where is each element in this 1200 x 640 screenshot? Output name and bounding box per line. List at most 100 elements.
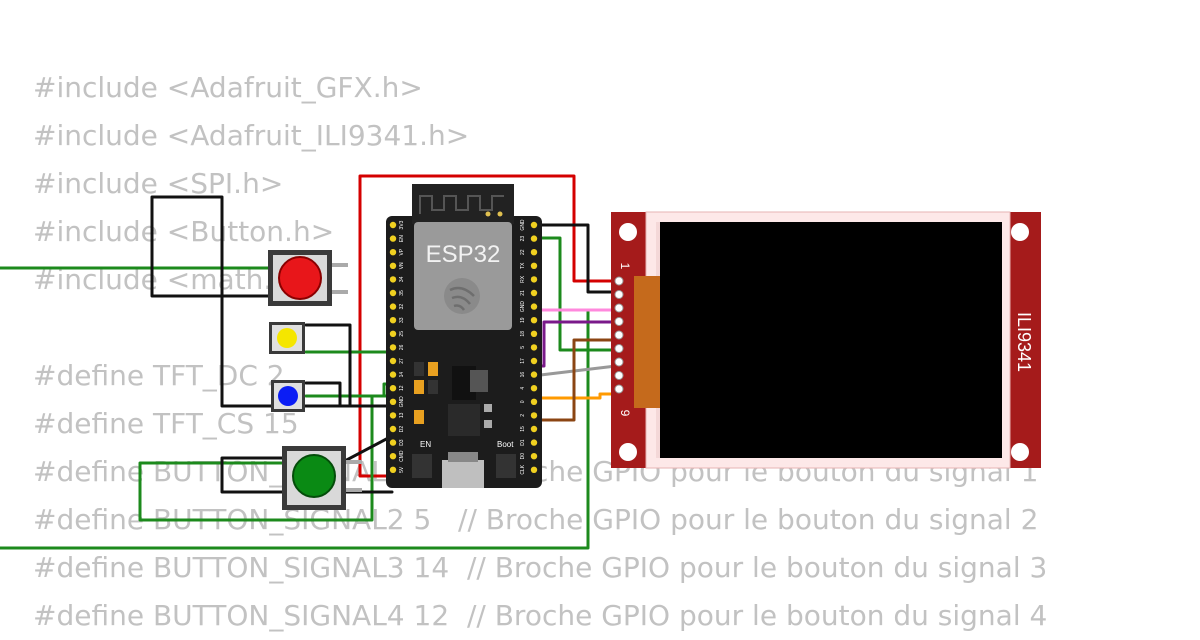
left-pin-label: EN bbox=[399, 235, 405, 242]
code-line: #include <Adafruit_ILI9341.h> bbox=[33, 119, 470, 152]
left-pin-label: 34 bbox=[399, 276, 405, 282]
right-pin-label: 21 bbox=[520, 290, 526, 296]
right-pin-3[interactable] bbox=[530, 262, 538, 269]
right-pin-1[interactable] bbox=[530, 235, 538, 242]
left-pin-label: 13 bbox=[399, 412, 405, 418]
wires bbox=[0, 174, 618, 550]
left-pin-16[interactable] bbox=[389, 439, 397, 446]
wire-black-loop-top[interactable] bbox=[150, 195, 394, 408]
display-pin-7[interactable] bbox=[614, 357, 624, 367]
left-pin-12[interactable] bbox=[389, 385, 397, 392]
right-pin-10[interactable] bbox=[530, 357, 538, 365]
display-pin-5[interactable] bbox=[614, 330, 624, 340]
display-pin-3[interactable] bbox=[614, 303, 624, 313]
mount-hole bbox=[619, 443, 637, 461]
right-pin-label: D1 bbox=[520, 439, 526, 446]
left-pin-label: CMD bbox=[399, 450, 405, 462]
yellow-pushbutton[interactable] bbox=[269, 322, 305, 354]
code-line: #define TFT_DC 2 bbox=[33, 359, 285, 392]
wire-black-blue-button[interactable] bbox=[304, 381, 342, 408]
left-pin-5[interactable] bbox=[389, 289, 397, 297]
wire-brown[interactable] bbox=[530, 338, 618, 422]
right-pin-label: RX bbox=[520, 275, 526, 283]
left-pin-18[interactable] bbox=[389, 466, 397, 473]
left-pin-8[interactable] bbox=[389, 330, 397, 337]
display-pin-4[interactable] bbox=[614, 317, 624, 326]
code-line: #define BUTTON_SIGNAL4 12 // Broche GPIO… bbox=[33, 599, 1048, 632]
left-pin-11[interactable] bbox=[389, 371, 397, 378]
code-line: #define TFT_CS 15 bbox=[33, 407, 299, 440]
wire-red-power[interactable] bbox=[358, 174, 618, 478]
left-pin-7[interactable] bbox=[389, 317, 397, 324]
mount-hole bbox=[619, 223, 637, 241]
right-pin-label: GND bbox=[520, 219, 526, 231]
right-pin-label: 2 bbox=[520, 414, 526, 417]
right-pin-label: 22 bbox=[520, 249, 526, 255]
right-pin-14[interactable] bbox=[530, 412, 538, 419]
left-pin-label: 3V3 bbox=[399, 220, 405, 229]
display-pin-2[interactable] bbox=[614, 290, 624, 299]
left-pin-label: 27 bbox=[399, 358, 405, 364]
yellow-button-cap bbox=[277, 328, 297, 348]
right-pin-label: GND bbox=[520, 301, 526, 313]
esp32-board[interactable]: ESP32 EN Boot 3V3ENVPVN34353233252627141… bbox=[386, 184, 542, 488]
right-pin-0[interactable] bbox=[530, 221, 538, 229]
display-label: ILI9341 bbox=[1014, 312, 1034, 372]
right-pin-16[interactable] bbox=[530, 439, 538, 446]
right-pin-8[interactable] bbox=[530, 330, 538, 337]
right-pin-15[interactable] bbox=[530, 425, 538, 433]
display-pin-9-label: 9 bbox=[618, 410, 632, 417]
left-pin-label: 25 bbox=[399, 331, 405, 337]
left-pin-3[interactable] bbox=[389, 262, 397, 269]
left-pin-label: GND bbox=[399, 396, 405, 408]
left-pin-label: 26 bbox=[399, 344, 405, 350]
display-pin-1[interactable] bbox=[614, 276, 624, 286]
right-pin-label: 19 bbox=[520, 317, 526, 323]
left-pin-1[interactable] bbox=[389, 235, 397, 242]
green-pushbutton[interactable] bbox=[282, 446, 362, 510]
right-pin-12[interactable] bbox=[530, 385, 538, 392]
display-pin-8[interactable] bbox=[614, 371, 624, 380]
ili9341-display[interactable]: ILI9341 1 9 bbox=[611, 211, 1041, 469]
left-pin-label: D3 bbox=[399, 439, 405, 446]
right-pin-7[interactable] bbox=[530, 317, 538, 324]
wire-black-yellow-button[interactable] bbox=[304, 323, 352, 408]
mount-hole bbox=[1011, 223, 1029, 241]
left-pin-label: VP bbox=[399, 248, 405, 255]
right-pin-label: 0 bbox=[520, 400, 526, 403]
blue-button-cap bbox=[278, 386, 298, 406]
code-line: #include <Button.h> bbox=[33, 215, 335, 248]
red-pushbutton[interactable] bbox=[268, 250, 348, 306]
right-pin-13[interactable] bbox=[530, 398, 538, 405]
right-pin-5[interactable] bbox=[530, 289, 538, 297]
right-pin-18[interactable] bbox=[530, 466, 538, 473]
left-pin-9[interactable] bbox=[389, 344, 397, 351]
blue-pushbutton[interactable] bbox=[271, 380, 305, 412]
right-pin-label: TX bbox=[520, 262, 526, 269]
right-pin-11[interactable] bbox=[530, 371, 538, 378]
left-pin-0[interactable] bbox=[389, 221, 397, 229]
right-pin-label: 15 bbox=[520, 426, 526, 432]
display-pin-9[interactable] bbox=[614, 384, 624, 394]
left-pin-14[interactable] bbox=[389, 412, 397, 419]
display-header-pins bbox=[614, 276, 624, 394]
left-pin-label: VN bbox=[399, 262, 405, 269]
left-pin-10[interactable] bbox=[389, 357, 397, 365]
wire-black-gnd-display[interactable] bbox=[530, 223, 618, 294]
left-pin-17[interactable] bbox=[389, 453, 397, 460]
display-pin-1-label: 1 bbox=[618, 263, 632, 270]
left-pin-15[interactable] bbox=[389, 425, 397, 433]
left-pin-4[interactable] bbox=[389, 276, 397, 283]
right-pin-4[interactable] bbox=[530, 276, 538, 283]
display-pin-6[interactable] bbox=[614, 344, 624, 353]
left-pin-6[interactable] bbox=[389, 303, 397, 310]
left-pin-label: 14 bbox=[399, 372, 405, 378]
left-pin-13[interactable] bbox=[389, 398, 397, 405]
left-pin-2[interactable] bbox=[389, 249, 397, 256]
right-pin-2[interactable] bbox=[530, 249, 538, 256]
right-pin-17[interactable] bbox=[530, 453, 538, 460]
right-pin-label: 4 bbox=[520, 387, 526, 390]
right-pin-9[interactable] bbox=[530, 344, 538, 351]
wire-green-green-button[interactable] bbox=[138, 394, 394, 522]
right-pin-6[interactable] bbox=[530, 303, 538, 310]
